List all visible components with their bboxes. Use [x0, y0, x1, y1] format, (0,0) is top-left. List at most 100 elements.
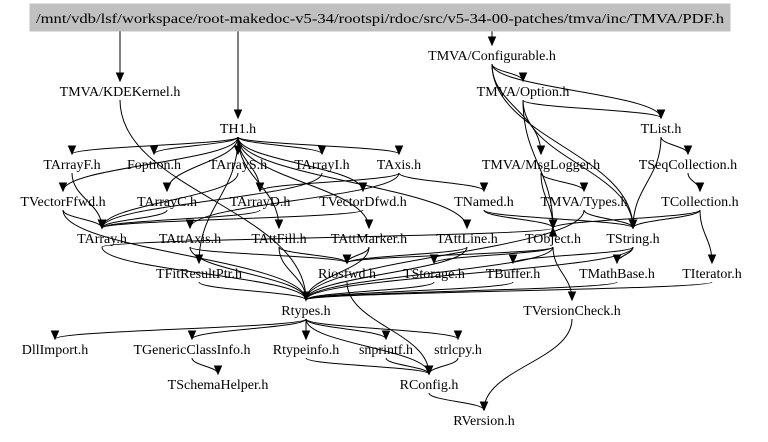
arrowhead-tarray-h-to-tobject-h [548, 226, 558, 237]
node-tmva-types-h[interactable]: TMVA/Types.h [540, 195, 627, 210]
node-dllimport-h[interactable]: DllImport.h [22, 343, 89, 358]
root-node[interactable]: /mnt/vdb/lsf/workspace/root-makedoc-v5-3… [29, 3, 731, 32]
node-riosfwd-h[interactable]: Riosfwd.h [318, 267, 376, 282]
edge-tnamed-h-to-tstring-h [483, 209, 634, 229]
node-tseqcollection-h[interactable]: TSeqCollection.h [639, 158, 737, 173]
edge-rtypes-h-to-strlcpy-h [305, 318, 459, 340]
node-tstring-h[interactable]: TString.h [606, 232, 659, 247]
edge-taxis-h-to-tnamed-h [398, 172, 485, 192]
edge-tattaxis-h-to-rtypes-h [189, 246, 307, 301]
node-tschemahelper-h[interactable]: TSchemaHelper.h [168, 378, 269, 393]
node-tstorage-h[interactable]: TStorage.h [403, 267, 465, 282]
node-tarrayf-h[interactable]: TArrayF.h [43, 158, 100, 173]
edge-tarray-h-to-rtypes-h [101, 246, 307, 301]
edge-tarrayi-h-to-tarray-h [101, 172, 323, 229]
node-taxis-h[interactable]: TAxis.h [377, 158, 421, 173]
node-rtypeinfo-h[interactable]: Rtypeinfo.h [273, 343, 340, 358]
edge-tarrayd-h-to-tarray-h [101, 209, 261, 229]
arrowhead-taxis-h-to-tnamed-h [479, 182, 489, 193]
node-snprintf-h[interactable]: snprintf.h [359, 343, 413, 358]
node-tmva-option-h[interactable]: TMVA/Option.h [477, 85, 570, 100]
edge-rtypes-h-to-rconfig-h [305, 318, 430, 375]
edge-titerator-h-to-rtypes-h [305, 281, 713, 301]
edge-riosfwd-h-to-rconfig-h [346, 281, 430, 375]
edge-tvectordfwd-h-to-tarray-h [101, 209, 364, 229]
edge-tvectorffwd-h-to-rtypes-h [62, 209, 307, 301]
node-tlist-h[interactable]: TList.h [641, 122, 682, 137]
node-tattline-h[interactable]: TAttLine.h [436, 232, 497, 247]
node-tfitresultptr-h[interactable]: TFitResultPtr.h [156, 267, 242, 282]
arrowhead-rtypes-h-to-strlcpy-h [453, 330, 463, 341]
root-node-label: /mnt/vdb/lsf/workspace/root-makedoc-v5-3… [36, 12, 724, 27]
node-tnamed-h[interactable]: TNamed.h [454, 195, 513, 210]
arrowhead-tvectordfwd-h-to-tarray-h [97, 219, 107, 230]
arrowhead-tmva-configurable-h-to-tmva-option-h [518, 72, 528, 83]
node-tgenericclassinfo-h[interactable]: TGenericClassInfo.h [133, 343, 250, 358]
node-tversioncheck-h[interactable]: TVersionCheck.h [523, 304, 621, 319]
edge-tobject-h-to-tstorage-h [433, 246, 554, 264]
node-th1-h[interactable]: TH1.h [220, 122, 256, 137]
edge-tmva-configurable-h-to-tstring-h [491, 63, 634, 229]
node-tmva-configurable-h[interactable]: TMVA/Configurable.h [428, 49, 556, 64]
node-tmathbase-h[interactable]: TMathBase.h [579, 267, 655, 282]
node-tattaxis-h[interactable]: TAttAxis.h [159, 232, 221, 247]
edge-tobject-h-to-rtypes-h [305, 246, 554, 301]
edge-rtypes-h-to-tgenericclassinfo-h [191, 318, 307, 340]
arrowhead-th1-h-to-tarrayc-h [162, 182, 172, 193]
node-tattfill-h[interactable]: TAttFill.h [251, 232, 306, 247]
node-tmva-kdekernel-h[interactable]: TMVA/KDEKernel.h [60, 85, 181, 100]
node-tbuffer-h[interactable]: TBuffer.h [486, 267, 541, 282]
edge-tobject-h-to-riosfwd-h [346, 246, 554, 264]
arrowhead-rtypes-h-to-dllimport-h [50, 330, 60, 341]
edge-tnamed-h-to-tobject-h [483, 209, 554, 229]
arrowhead-tmva-configurable-h-to-tmva-msglogger-h [536, 145, 546, 156]
node-tvectorffwd-h[interactable]: TVectorFfwd.h [20, 195, 105, 210]
edge-tmva-option-h-to-tstring-h [522, 99, 634, 229]
edge-tcollection-h-to-tobject-h [552, 209, 701, 229]
edge-th1-h-to-tattmarker-h [237, 136, 370, 229]
node-strlcpy-h[interactable]: strlcpy.h [434, 343, 482, 358]
edge-tstring-h-to-tbuffer-h [512, 246, 634, 264]
arrowhead-tstring-h-to-tbuffer-h [508, 254, 518, 265]
node-tarrays-h[interactable]: TArrayS.h [209, 158, 267, 173]
arrowhead-tcollection-h-to-titerator-h [707, 254, 717, 265]
node-tarrayi-h[interactable]: TArrayI.h [294, 158, 349, 173]
node-tarrayd-h[interactable]: TArrayD.h [230, 195, 291, 210]
node-tmva-msglogger-h[interactable]: TMVA/MsgLogger.h [482, 158, 600, 173]
node-tarrayc-h[interactable]: TArrayC.h [137, 195, 197, 210]
node-rconfig-h[interactable]: RConfig.h [400, 378, 459, 393]
node-rversion-h[interactable]: RVersion.h [453, 414, 515, 429]
node-foption-h[interactable]: Foption.h [127, 158, 181, 173]
edge-th1-h-to-tvectordfwd-h [237, 136, 364, 192]
arrowhead-tobject-h-to-tversioncheck-h [567, 291, 577, 302]
node-titerator-h[interactable]: TIterator.h [682, 267, 741, 282]
arrowhead-tmva-msglogger-h-to-tmva-types-h [579, 182, 589, 193]
edge-th1-h-to-tarrayi-h [237, 136, 323, 155]
node-tcollection-h[interactable]: TCollection.h [661, 195, 738, 210]
arrowhead-rtypes-h-to-rtypeinfo-h [301, 330, 311, 341]
arrowhead-root-to-th1-h [233, 109, 243, 120]
arrowhead-root-to-tmva-configurable-h [487, 36, 497, 47]
node-tattmarker-h[interactable]: TAttMarker.h [331, 232, 407, 247]
edge-th1-h-to-foption-h [153, 136, 239, 155]
node-tobject-h[interactable]: TObject.h [525, 232, 581, 247]
edge-tmva-configurable-h-to-tmva-option-h [491, 63, 524, 82]
edge-tmva-option-h-to-tlist-h [522, 99, 662, 119]
edge-tattfill-h-to-riosfwd-h [278, 246, 348, 264]
node-rtypes-h[interactable]: Rtypes.h [281, 304, 330, 319]
arrowhead-th1-h-to-tattfill-h [274, 219, 284, 230]
arrowhead-tseqcollection-h-to-tcollection-h [695, 182, 705, 193]
graph-edges [50, 30, 717, 412]
edge-tcollection-h-to-tstring-h [632, 209, 701, 229]
arrowhead-rtypes-h-to-tgenericclassinfo-h [187, 330, 197, 341]
edge-taxis-h-to-tarrayd-h [259, 172, 400, 192]
edge-tstring-h-to-rtypes-h [305, 246, 634, 301]
edge-tfitresultptr-h-to-rtypes-h [198, 281, 307, 301]
edge-rtypes-h-to-dllimport-h [54, 318, 307, 340]
arrowhead-th1-h-to-tvectorffwd-h [58, 182, 68, 193]
node-tvectordfwd-h[interactable]: TVectorDfwd.h [319, 195, 406, 210]
edge-tvectorffwd-h-to-tarray-h [62, 209, 103, 229]
node-tarray-h[interactable]: TArray.h [77, 232, 127, 247]
arrowhead-root-to-tmva-kdekernel-h [115, 72, 125, 83]
